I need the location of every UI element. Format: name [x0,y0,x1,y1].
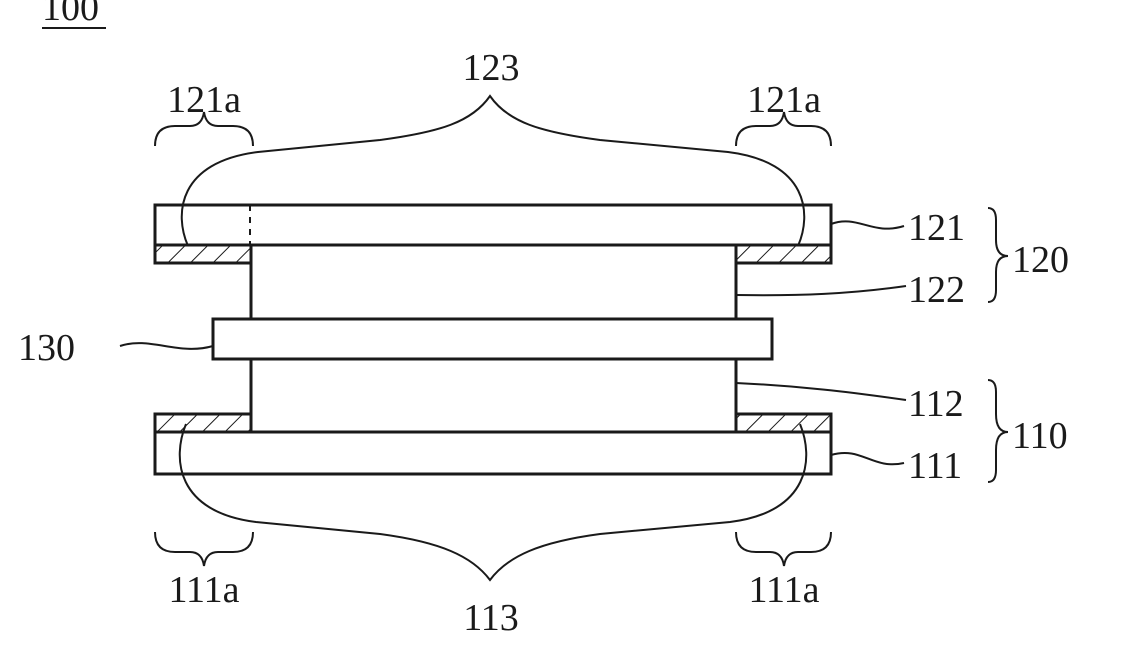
figure-number: 100 [42,0,99,29]
leader-121 [831,221,904,228]
middle-plate-130 [213,319,772,359]
upper-hatch-left [155,245,251,263]
label-121a-right: 121a [747,79,821,121]
lower-substrate-111 [155,432,831,474]
leader-122 [736,286,906,295]
label-130: 130 [18,327,75,369]
label-120: 120 [1012,239,1069,281]
upper-hatch-right [736,245,831,263]
upper-substrate-121 [155,205,831,245]
leader-112 [736,383,906,400]
label-111a-left: 111a [168,569,239,611]
brace-120 [988,208,1008,302]
label-112: 112 [908,383,964,425]
label-123: 123 [463,47,520,89]
label-122: 122 [908,269,965,311]
label-113: 113 [463,597,519,639]
upper-layer-122 [251,245,736,319]
lower-hatch-left [155,414,251,432]
label-111: 111 [908,445,962,487]
label-121a-left: 121a [167,79,241,121]
label-111a-right: 111a [748,569,819,611]
leader-130 [120,343,213,349]
brace-111a-right [736,532,831,566]
brace-110 [988,380,1008,482]
lower-layer-112 [251,359,736,432]
lower-hatch-right [736,414,831,432]
brace-111a-left [155,532,253,566]
label-110: 110 [1012,415,1068,457]
label-121: 121 [908,207,965,249]
leader-111 [831,453,904,464]
